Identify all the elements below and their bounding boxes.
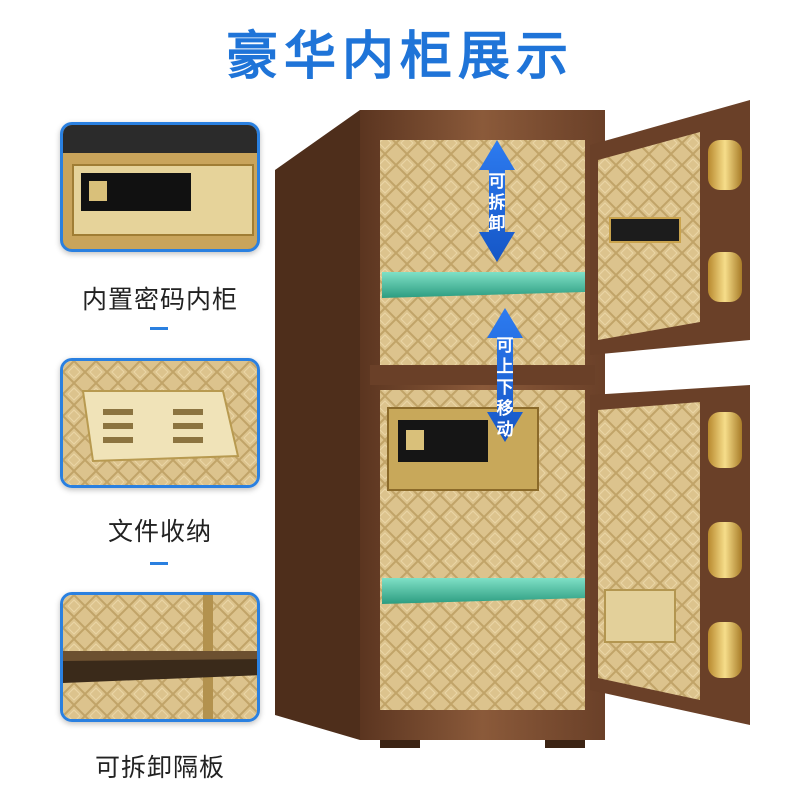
upper-door-handle-1 <box>708 140 742 190</box>
feature-thumb-removable-shelf <box>60 592 260 722</box>
upper-shelf <box>382 272 585 298</box>
arrow-label-top: 可拆卸 <box>488 172 506 234</box>
feature-label-document-storage: 文件收纳 <box>107 517 212 546</box>
feature-label-code-cabinet: 内置密码内柜 <box>81 285 238 314</box>
page-title: 豪华内柜展示 <box>225 27 574 87</box>
upper-door-plate <box>609 217 681 243</box>
feature-thumb-document-storage <box>60 358 260 488</box>
cabinet-side <box>275 110 360 740</box>
upper-door-handle-2 <box>708 252 742 302</box>
lower-door-handle-3 <box>708 622 742 678</box>
upper-compartment <box>380 140 585 365</box>
arrow-removable <box>479 140 515 262</box>
arrow-label-middle: 可上下移动 <box>496 336 514 440</box>
feature-thumb-code-cabinet <box>60 122 260 252</box>
feature-label-removable-shelf: 可拆卸隔板 <box>94 753 225 782</box>
lower-door-handle-1 <box>708 412 742 468</box>
arrow-movable <box>487 308 523 442</box>
divider <box>150 562 168 565</box>
document-holder <box>604 589 676 643</box>
divider <box>150 327 168 330</box>
lower-door-handle-2 <box>708 522 742 578</box>
lower-shelf <box>382 578 585 604</box>
